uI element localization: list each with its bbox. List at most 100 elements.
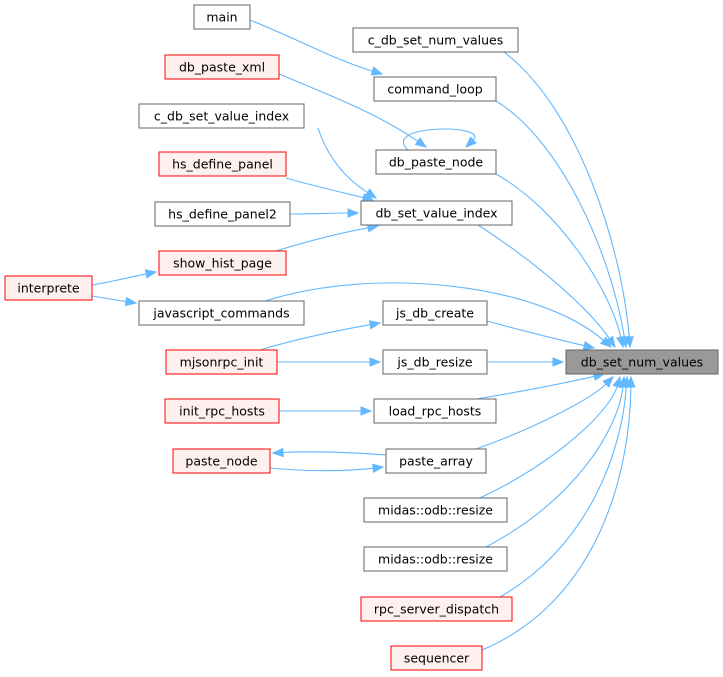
- arrowhead: [360, 406, 373, 416]
- function-node-js-db-resize[interactable]: js_db_resize: [382, 349, 488, 375]
- node-label: js_db_create: [395, 306, 474, 321]
- arrowhead: [271, 447, 284, 458]
- function-node-command-loop[interactable]: command_loop: [373, 76, 497, 102]
- node-box: [360, 596, 513, 622]
- node-label: load_rpc_hosts: [389, 404, 482, 419]
- node-label: db_paste_node: [389, 155, 484, 170]
- edge-midas_odb_resize_1-to-focus: [479, 375, 622, 499]
- edge-line: [91, 273, 147, 286]
- arrowhead: [605, 335, 616, 349]
- edge-db_paste_node-to-focus: [495, 173, 626, 349]
- function-node-mjsonrpc-init[interactable]: mjsonrpc_init: [165, 349, 278, 375]
- node-label: hs_define_panel: [172, 157, 273, 172]
- function-node-javascript-commands[interactable]: javascript_commands: [138, 300, 305, 326]
- node-label: command_loop: [387, 82, 482, 97]
- edge-line: [403, 128, 476, 151]
- edge-c_db_set_value_index-to-db_set_value_index: [317, 127, 378, 199]
- arrowhead: [368, 320, 382, 330]
- node-label: js_db_resize: [396, 355, 472, 370]
- function-node-init-rpc-hosts[interactable]: init_rpc_hosts: [164, 398, 280, 424]
- function-node-load-rpc-hosts[interactable]: load_rpc_hosts: [373, 398, 497, 424]
- node-box: [360, 200, 513, 226]
- edge-paste_array-to-paste_node: [271, 447, 387, 458]
- node-label: paste_node: [185, 454, 257, 469]
- node-label: c_db_set_value_index: [154, 109, 289, 124]
- node-box: [385, 448, 487, 474]
- node-box: [193, 4, 251, 30]
- function-node-rpc-server-dispatch[interactable]: rpc_server_dispatch: [360, 596, 513, 622]
- arrowhead: [626, 375, 636, 388]
- function-node-interprete[interactable]: interprete: [4, 275, 93, 301]
- arrowhead: [364, 188, 378, 199]
- node-box: [172, 448, 271, 474]
- arrowhead: [599, 336, 613, 348]
- edge-line: [275, 227, 369, 252]
- node-label: init_rpc_hosts: [179, 404, 265, 419]
- node-label: db_set_value_index: [375, 206, 497, 221]
- function-node-c-db-set-value-index[interactable]: c_db_set_value_index: [138, 103, 305, 129]
- edge-line: [317, 127, 368, 194]
- edge-interprete-to-javascript_commands: [91, 295, 138, 307]
- node-box: [158, 250, 287, 276]
- edge-paste_node-to-paste_array: [269, 463, 385, 473]
- function-node-main[interactable]: main: [193, 4, 251, 30]
- edge-line: [278, 73, 419, 142]
- arrowhead: [370, 66, 384, 76]
- function-node-c-db-set-num-values[interactable]: c_db_set_num_values: [352, 27, 519, 53]
- edge-main-to-command_loop: [249, 19, 384, 76]
- edge-line: [282, 451, 387, 456]
- function-node-paste-array[interactable]: paste_array: [385, 448, 487, 474]
- node-box: [138, 300, 305, 326]
- function-node-hs-define-panel[interactable]: hs_define_panel: [158, 151, 287, 177]
- edge-interprete-to-show_hist_page: [91, 269, 158, 286]
- edge-db_set_value_index-to-focus: [477, 224, 616, 349]
- function-node-db-paste-node[interactable]: db_paste_node: [375, 149, 497, 175]
- node-box: [154, 201, 291, 227]
- node-box: [382, 349, 488, 375]
- arrowhead: [144, 269, 158, 279]
- edge-mjsonrpc_init-to-js_db_resize: [276, 357, 382, 367]
- function-node-hs-define-panel2[interactable]: hs_define_panel2: [154, 201, 291, 227]
- node-box: [138, 103, 305, 129]
- node-box: [373, 398, 497, 424]
- edge-line: [475, 375, 595, 400]
- arrowhead: [624, 336, 634, 349]
- edge-line: [495, 173, 622, 338]
- edge-line: [481, 386, 632, 651]
- function-node-db-paste-xml[interactable]: db_paste_xml: [164, 54, 280, 80]
- node-layer: main c_db_set_num_values db_paste_xmlcomma…: [4, 4, 719, 671]
- edge-mjsonrpc_init-to-js_db_create: [259, 320, 382, 351]
- function-node-midas-odb-resize-1[interactable]: midas::odb::resize: [363, 497, 508, 523]
- node-box: [363, 546, 508, 572]
- edge-c_db_set_num_values-to-focus: [503, 51, 634, 349]
- edge-layer: [91, 19, 636, 651]
- node-label: db_set_num_values: [581, 355, 703, 370]
- edge-sequencer-to-focus: [481, 375, 636, 651]
- node-label: interprete: [17, 281, 80, 296]
- node-box: [382, 300, 488, 326]
- node-label: sequencer: [404, 651, 470, 666]
- function-node-show-hist-page[interactable]: show_hist_page: [158, 250, 287, 276]
- node-label: mjsonrpc_init: [180, 355, 264, 370]
- edge-init_rpc_hosts-to-load_rpc_hosts: [278, 406, 373, 416]
- edge-line: [477, 224, 610, 340]
- edge-line: [499, 386, 627, 598]
- function-node-sequencer[interactable]: sequencer: [390, 645, 483, 671]
- node-label: db_paste_xml: [179, 60, 265, 75]
- edge-line: [479, 386, 618, 499]
- edge-js_db_resize-to-focus: [486, 357, 565, 367]
- function-node-paste-node[interactable]: paste_node: [172, 448, 271, 474]
- node-box: [158, 151, 287, 177]
- function-node-midas-odb-resize-2[interactable]: midas::odb::resize: [363, 546, 508, 572]
- node-label: show_hist_page: [173, 256, 272, 271]
- node-box: [375, 149, 497, 175]
- node-box: [363, 497, 508, 523]
- function-node-js-db-create[interactable]: js_db_create: [382, 300, 488, 326]
- edge-hs_define_panel-to-db_set_value_index: [285, 177, 375, 203]
- arrowhead: [465, 136, 477, 148]
- edge-line: [259, 324, 371, 351]
- node-label: midas::odb::resize: [378, 552, 493, 567]
- node-label: main: [206, 10, 237, 25]
- function-node-db-set-value-index[interactable]: db_set_value_index: [360, 200, 513, 226]
